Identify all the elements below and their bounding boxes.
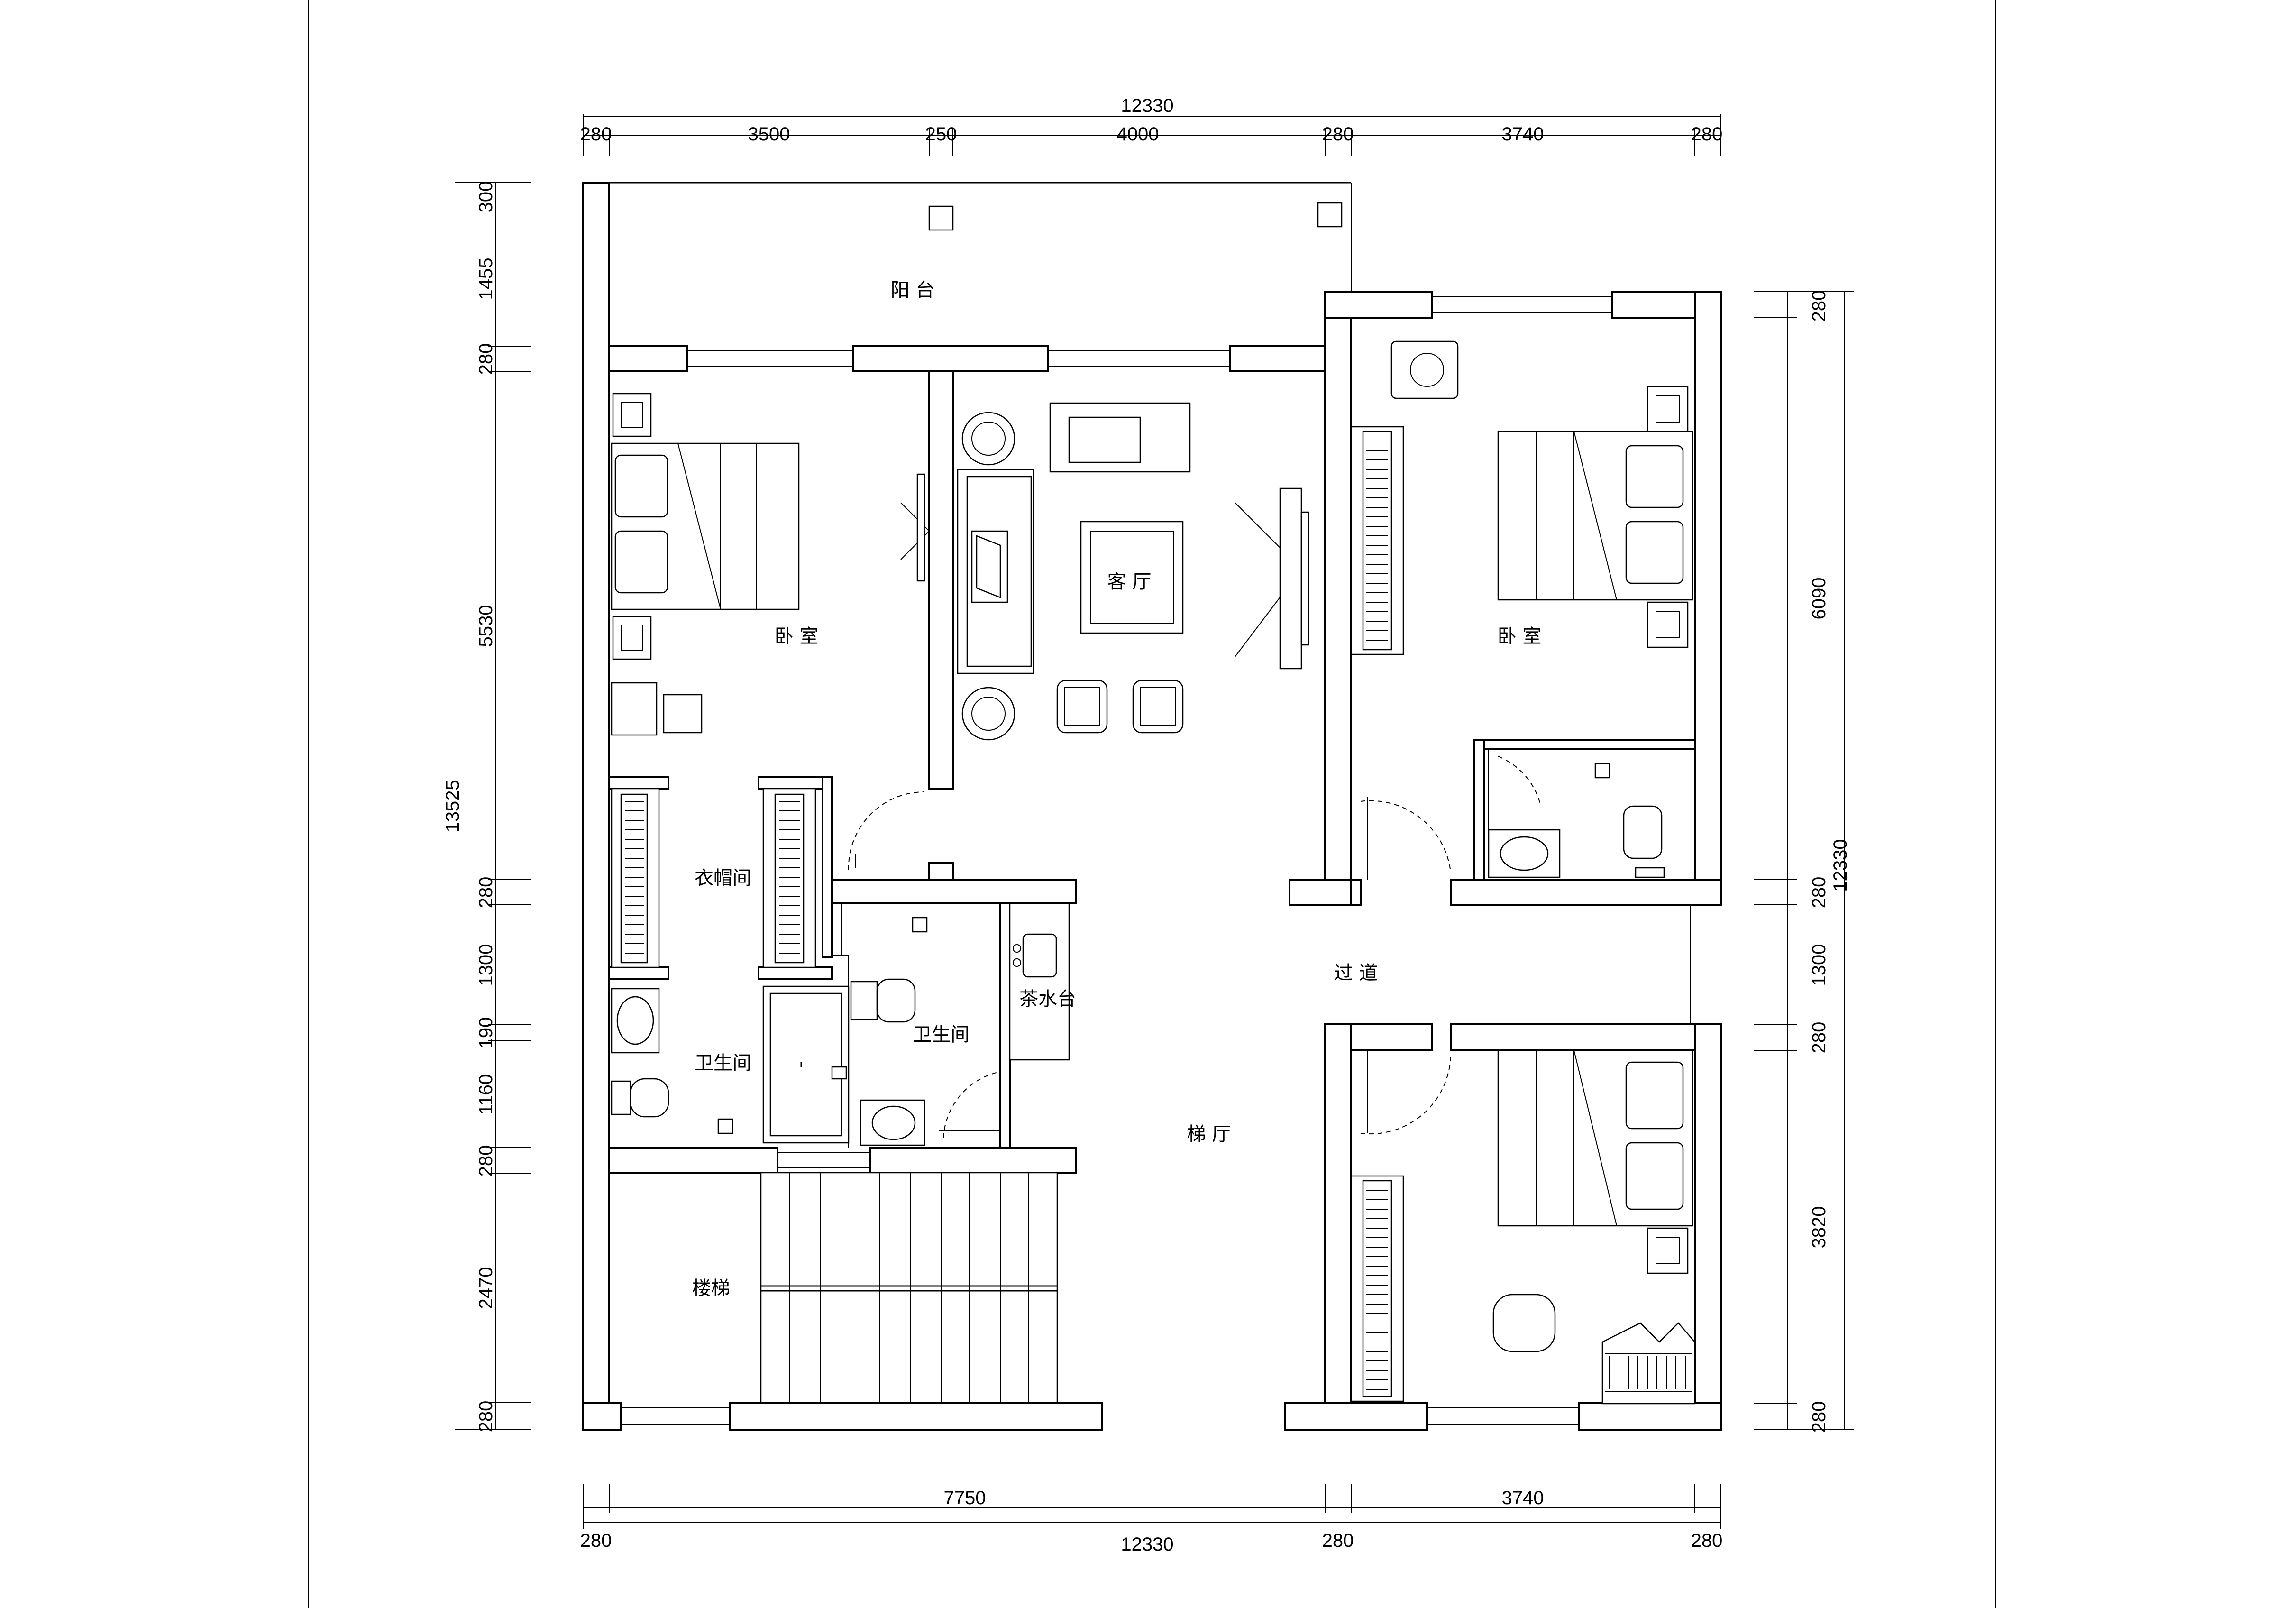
- dim-left-seg: 1300: [476, 944, 496, 986]
- wardrobe-cloakroom: [611, 788, 816, 968]
- dim-left-seg: 2470: [476, 1267, 496, 1309]
- bed-left: [611, 393, 800, 660]
- dim-top-seg: 3740: [1502, 124, 1544, 145]
- dim-left-seg: 280: [476, 1401, 496, 1433]
- dim-bottom-upper: 3740: [1502, 1488, 1544, 1508]
- dimension-left: 13525 300 1455 280 5530 280 1300 190 116…: [442, 181, 531, 1433]
- tea-bar-counter: [1009, 902, 1070, 1061]
- dim-right-seg: 280: [1809, 877, 1829, 909]
- label-staircase: 楼梯: [692, 1277, 730, 1299]
- walls: [582, 182, 1722, 1431]
- label-bedroom-right-top: 卧 室: [1498, 625, 1542, 647]
- label-cloakroom: 衣帽间: [695, 867, 751, 889]
- dim-top-seg: 3500: [748, 124, 790, 145]
- label-corridor: 过 道: [1334, 962, 1378, 984]
- label-bedroom-left: 卧 室: [775, 625, 819, 647]
- dim-bottom-lower: 280: [1691, 1530, 1723, 1551]
- dim-left-seg: 280: [476, 877, 496, 909]
- staircase-treads: [760, 1172, 1058, 1404]
- dim-left-seg: 300: [476, 181, 496, 213]
- dim-bottom-lower: 12330: [1121, 1534, 1173, 1555]
- dim-left-seg: 280: [476, 1145, 496, 1177]
- dim-right-seg: 1300: [1809, 944, 1829, 986]
- label-living-room: 客 厅: [1107, 571, 1152, 593]
- bedroom-right-top-furniture: [1350, 340, 1693, 655]
- dim-top-seg: 280: [1322, 124, 1354, 145]
- dim-left-seg: 1455: [476, 258, 496, 300]
- bathroom-middle-fixtures: [850, 917, 928, 1146]
- dim-right-seg: 280: [1809, 290, 1829, 322]
- label-bathroom-left: 卫生间: [695, 1052, 751, 1074]
- bathroom-left-fixtures: [611, 985, 850, 1144]
- room-labels: 阳 台 客 厅 卧 室 卧 室 衣帽间 卫生间 卫生间 茶水台 过 道 梯 厅 …: [692, 279, 1541, 1299]
- dimension-right: 12330 280 6090 280 1300 280 3820 280: [1754, 290, 1854, 1433]
- dim-top-seg: 250: [925, 124, 957, 145]
- dim-bottom-upper: 7750: [944, 1488, 986, 1508]
- dim-bottom-lower: 280: [580, 1530, 612, 1551]
- dim-right-total: 12330: [1830, 839, 1851, 891]
- dim-left-seg: 190: [476, 1017, 496, 1049]
- dim-top-total: 12330: [1121, 95, 1173, 116]
- label-stair-hall: 梯 厅: [1187, 1123, 1231, 1145]
- dim-left-seg: 280: [476, 343, 496, 375]
- bedroom-right-bottom-furniture: [1350, 1049, 1696, 1405]
- dimension-top: 12330 280 3500 250 4000 280 3740 280: [580, 95, 1723, 156]
- living-room-furniture: [957, 402, 1191, 741]
- dim-right-seg: 3820: [1809, 1206, 1829, 1249]
- door-swings: [848, 473, 1541, 1139]
- dim-top-seg: 4000: [1117, 124, 1159, 145]
- bathroom-right-fixtures: [1488, 763, 1665, 878]
- dimension-bottom: 7750 3740 280 12330 280 280: [580, 1484, 1723, 1555]
- sheet-frame: [308, 0, 1996, 1608]
- dim-left-total: 13525: [442, 780, 463, 832]
- desk-left: [611, 682, 703, 736]
- dim-right-seg: 280: [1809, 1022, 1829, 1054]
- dim-top-seg: 280: [580, 124, 612, 145]
- label-bathroom-middle: 卫生间: [913, 1024, 970, 1046]
- dim-left-seg: 5530: [476, 605, 496, 647]
- dim-right-seg: 280: [1809, 1401, 1829, 1433]
- label-balcony: 阳 台: [891, 279, 935, 301]
- dim-left-seg: 1160: [476, 1074, 496, 1115]
- dim-bottom-lower: 280: [1322, 1530, 1354, 1551]
- label-tea-bar: 茶水台: [1019, 988, 1076, 1010]
- dim-right-seg: 6090: [1809, 578, 1829, 620]
- dim-top-seg: 280: [1691, 124, 1723, 145]
